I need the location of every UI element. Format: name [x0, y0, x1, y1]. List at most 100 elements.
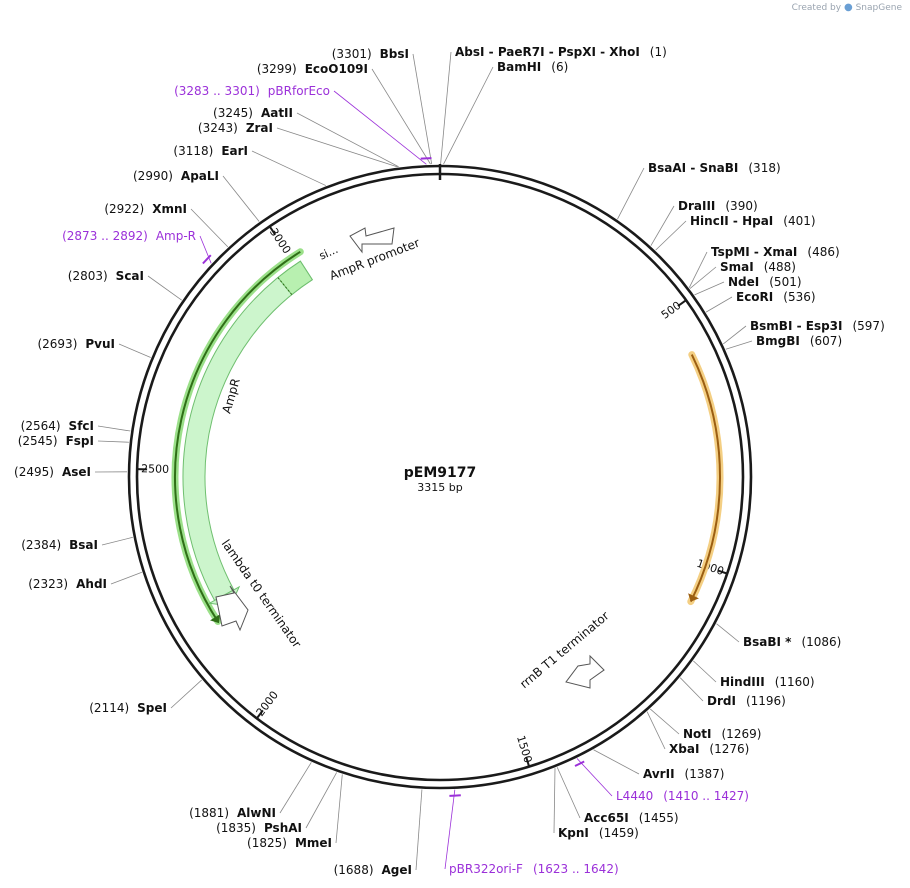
restriction-site-label[interactable]: ApaLI(2990) [133, 169, 219, 183]
orf-orange-arrowhead [688, 593, 699, 602]
orf-green-arrowhead [210, 614, 221, 624]
restriction-site-label[interactable]: AseI(2495) [14, 465, 91, 479]
enzyme-name: AgeI [382, 863, 412, 877]
site-position: (1196) [746, 694, 786, 708]
restriction-site-label[interactable]: BamHI(6) [497, 60, 568, 74]
leader-line [705, 296, 733, 313]
site-position: (401) [783, 214, 815, 228]
restriction-site-label[interactable]: ScaI(2803) [68, 269, 144, 283]
site-position: (3299) [257, 62, 297, 76]
restriction-site-label[interactable]: BmgBI(607) [756, 334, 842, 348]
restriction-site-label[interactable]: AhdI(2323) [28, 577, 107, 591]
scale-tick [677, 299, 687, 307]
restriction-site-label[interactable]: MmeI(1825) [247, 836, 332, 850]
restriction-site-label[interactable]: EcoRI(536) [736, 290, 816, 304]
leader-line [371, 68, 431, 165]
restriction-site-label[interactable]: ZraI(3243) [198, 121, 273, 135]
primer-arc [574, 760, 585, 767]
restriction-site-label[interactable]: BsaI(2384) [21, 538, 98, 552]
lambda-t0-terminator-arrow[interactable] [215, 585, 249, 632]
restriction-site-label[interactable]: BsaAI - SnaBI(318) [648, 161, 781, 175]
restriction-site-label[interactable]: PvuI(2693) [37, 337, 115, 351]
site-position: (2495) [14, 465, 54, 479]
primer-name: pBRforEco [268, 84, 330, 98]
restriction-site-label[interactable]: TspMI - XmaI(486) [711, 245, 840, 259]
restriction-site-label[interactable]: HindIII(1160) [720, 675, 815, 689]
enzyme-name: EarI [221, 144, 248, 158]
orf-orange-line [689, 354, 721, 603]
feature-label-si: si... [317, 243, 340, 263]
enzyme-name: BsaI [69, 538, 98, 552]
enzyme-name: HincII - HpaI [690, 214, 773, 228]
restriction-site-label[interactable]: XmnI(2922) [104, 202, 187, 216]
enzyme-name: BsmBI - Esp3I [750, 319, 842, 333]
site-position: (1455) [639, 811, 679, 825]
restriction-site-label[interactable]: AatII(3245) [213, 106, 293, 120]
enzyme-name: AatII [261, 106, 293, 120]
restriction-site-label[interactable]: XbaI(1276) [669, 742, 749, 756]
restriction-site-label[interactable]: NotI(1269) [683, 727, 761, 741]
ampr-promoter-arrow[interactable] [349, 227, 395, 254]
ampr-feature[interactable] [182, 260, 314, 602]
site-position: (2693) [37, 337, 77, 351]
primer-label[interactable]: pBRforEco(3283 .. 3301) [174, 84, 330, 98]
site-position: (1623 .. 1642) [533, 862, 619, 876]
primer-arc [420, 157, 432, 160]
leader-line [679, 677, 704, 702]
leader-line [147, 275, 182, 301]
primer-label[interactable]: L4440(1410 .. 1427) [616, 789, 749, 803]
restriction-site-label[interactable]: EarI(3118) [173, 144, 248, 158]
rrnb-t1-terminator-arrow[interactable] [565, 654, 605, 689]
site-labels[interactable]: AbsI - PaeR7I - PspXI - XhoI(1)BamHI(6) B… [14, 45, 885, 877]
enzyme-name: MmeI [295, 836, 332, 850]
restriction-site-label[interactable]: SpeI(2114) [89, 701, 167, 715]
restriction-site-label[interactable]: BsaBI *(1086) [743, 635, 841, 649]
leader-line [412, 53, 433, 165]
leader-line [97, 440, 129, 443]
leader-line [444, 789, 456, 870]
restriction-site-label[interactable]: PshAI(1835) [216, 821, 302, 835]
primer-arc [449, 794, 461, 797]
feature-label-rrnb-t1-terminator: rrnB T1 terminator [517, 609, 612, 692]
leader-line [118, 343, 151, 358]
restriction-site-label[interactable]: SfcI(2564) [21, 419, 94, 433]
leader-line [199, 235, 212, 264]
site-position: (1835) [216, 821, 256, 835]
site-position: (1276) [709, 742, 749, 756]
leader-line [655, 220, 687, 251]
enzyme-name: NotI [683, 727, 712, 741]
restriction-site-label[interactable]: Acc65I(1455) [584, 811, 679, 825]
plasmid-size: 3315 bp [417, 481, 462, 494]
site-position: (3301) [332, 47, 372, 61]
restriction-site-label[interactable]: KpnI(1459) [558, 826, 639, 840]
restriction-site-label[interactable]: AgeI (1688) [334, 863, 412, 877]
scale-tick-label: 2000 [254, 689, 281, 719]
restriction-site-label[interactable]: SmaI(488) [720, 260, 796, 274]
restriction-site-label[interactable]: BsmBI - Esp3I(597) [750, 319, 885, 333]
site-position: (2545) [18, 434, 58, 448]
primer-label[interactable]: pBR322ori-F(1623 .. 1642) [449, 862, 619, 876]
primer-name: L4440 [616, 789, 653, 803]
enzyme-name: ZraI [246, 121, 273, 135]
enzyme-name: AhdI [76, 577, 107, 591]
restriction-site-label[interactable]: DrdI(1196) [707, 694, 786, 708]
restriction-site-label[interactable]: NdeI(501) [728, 275, 802, 289]
restriction-site-label[interactable]: BbsI(3301) [332, 47, 409, 61]
primer-label[interactable]: Amp-R(2873 .. 2892) [62, 229, 196, 243]
site-position: (1387) [685, 767, 725, 781]
leader-lines [94, 51, 753, 871]
restriction-site-label[interactable]: AvrII(1387) [643, 767, 724, 781]
leader-line [693, 660, 717, 683]
restriction-site-label[interactable]: AlwNI(1881) [189, 806, 276, 820]
scale-tick-label: 3000 [267, 226, 293, 256]
site-position: (1688) [334, 863, 374, 877]
restriction-site-label[interactable]: EcoO109I(3299) [257, 62, 368, 76]
enzyme-name: KpnI [558, 826, 589, 840]
site-position: (488) [764, 260, 796, 274]
restriction-site-label[interactable]: HincII - HpaI (401) [690, 214, 816, 228]
restriction-site-label[interactable]: AbsI - PaeR7I - PspXI - XhoI(1) [455, 45, 667, 59]
restriction-site-label[interactable]: DraIII(390) [678, 199, 758, 213]
restriction-site-label[interactable]: FspI(2545) [18, 434, 94, 448]
